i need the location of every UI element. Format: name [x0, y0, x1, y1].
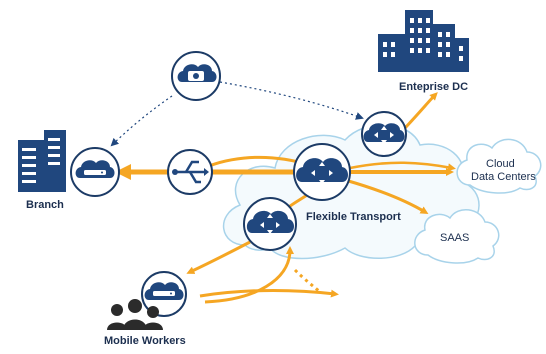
dotted-link-to-dc-node [219, 81, 364, 120]
enterprise-dc-label: Enteprise DC [399, 81, 468, 93]
saas-label: SAAS [440, 232, 469, 244]
router-icon [296, 158, 348, 182]
enterprise-dc-building-icon [378, 10, 469, 72]
usb-icon [176, 160, 204, 184]
router-icon [246, 210, 294, 233]
cloud-data-centers-cloud [456, 138, 542, 194]
people-icon [107, 299, 163, 330]
mobile-workers-server-node[interactable] [141, 271, 187, 317]
branch-building-icon [18, 130, 66, 192]
saas-cloud [414, 209, 500, 264]
mobile-workers-label: Mobile Workers [104, 335, 186, 347]
usb-node[interactable] [167, 149, 213, 195]
main-transport-router-node[interactable] [293, 143, 351, 201]
dotted-link-to-branch [110, 95, 173, 147]
flexible-transport-label: Flexible Transport [306, 211, 401, 223]
cloud-data-centers-label-2: Data Centers [471, 171, 536, 183]
branch-router-node[interactable] [70, 147, 120, 197]
cloud-data-centers-label-1: Cloud [486, 158, 515, 170]
router-icon [363, 123, 405, 142]
secondary-transport-router-node[interactable] [243, 197, 297, 251]
branch-label: Branch [26, 199, 64, 211]
camera-node[interactable] [171, 51, 221, 101]
enterprise-dc-router-node[interactable] [361, 111, 407, 157]
